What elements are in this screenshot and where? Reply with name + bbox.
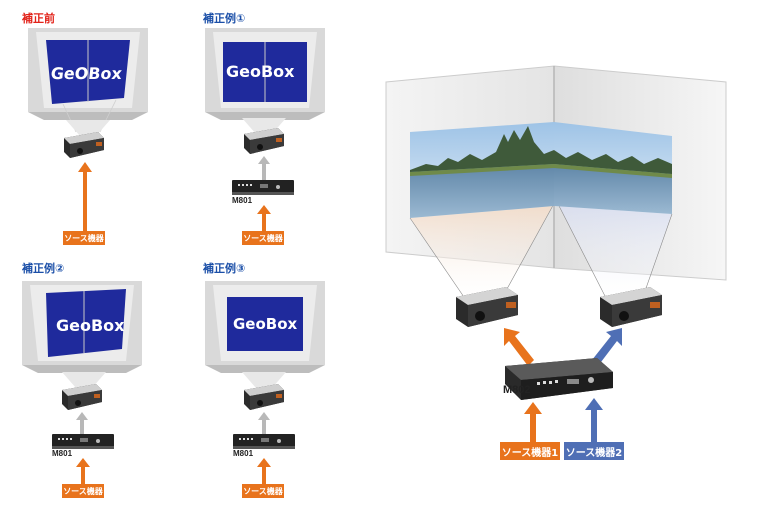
device-model-label: M801: [52, 449, 73, 458]
geobox-logo: GeoBox: [226, 60, 306, 82]
source-device-label: ソース機器: [242, 484, 284, 498]
projector-icon: [62, 384, 102, 410]
panel-title-correction-2: 補正例②: [22, 262, 65, 275]
panel-title-correction-1: 補正例①: [203, 12, 246, 25]
arrow-up-gray: [258, 156, 270, 180]
projector-icon: [64, 132, 104, 158]
device-model-label-m802: M802: [503, 384, 531, 396]
projector-right-icon: [600, 287, 662, 327]
arrow-to-left-projector: [504, 328, 534, 366]
logo-text: GeoBox: [56, 316, 125, 335]
arrow-up-blue-source2: [585, 398, 603, 444]
projection-beam: [242, 372, 286, 388]
projector-icon: [244, 384, 284, 410]
geobox-device-icon: [232, 180, 294, 195]
arrow-up-gray: [76, 412, 88, 434]
panel-title-before: 補正前: [22, 12, 55, 25]
projection-beam: [62, 372, 106, 388]
logo-text: GeoBox: [233, 315, 298, 333]
geobox-device-icon: [233, 434, 295, 449]
projector-icon: [244, 128, 284, 154]
device-model-label: M801: [233, 449, 254, 458]
geobox-device-icon: [52, 434, 114, 449]
corrected-screen-2: [22, 281, 142, 373]
source-device-label: ソース機器: [63, 231, 105, 245]
corrected-screen-3: [205, 281, 325, 373]
logo-text: GeOBox: [50, 64, 124, 83]
arrow-up-orange: [257, 205, 271, 233]
arrow-to-right-projector: [592, 328, 622, 366]
geobox-logo: GeoBox: [56, 314, 136, 336]
device-model-label: M801: [232, 196, 253, 205]
geobox-logo: GeoBox: [233, 313, 313, 335]
arrow-up-orange-source1: [524, 402, 542, 444]
source-device-2-label: ソース機器2: [564, 442, 624, 460]
projector-left-icon: [456, 287, 518, 327]
warped-screen-before: [28, 28, 148, 133]
source-device-1-label: ソース機器1: [500, 442, 560, 460]
arrow-up-gray: [258, 412, 270, 434]
arrow-up-orange: [78, 162, 92, 232]
corner-wall: [385, 65, 727, 301]
panel-title-correction-3: 補正例③: [203, 262, 246, 275]
arrow-up-orange: [76, 458, 90, 486]
logo-text: GeoBox: [226, 62, 295, 81]
arrow-up-orange: [257, 458, 271, 486]
projection-beam: [66, 120, 110, 136]
geobox-m802-device-icon: [505, 358, 613, 400]
source-device-label: ソース機器: [62, 484, 104, 498]
geobox-logo-distorted: GeOBox: [50, 62, 132, 84]
corrected-screen-1: [205, 28, 325, 120]
source-device-label: ソース機器: [242, 231, 284, 245]
